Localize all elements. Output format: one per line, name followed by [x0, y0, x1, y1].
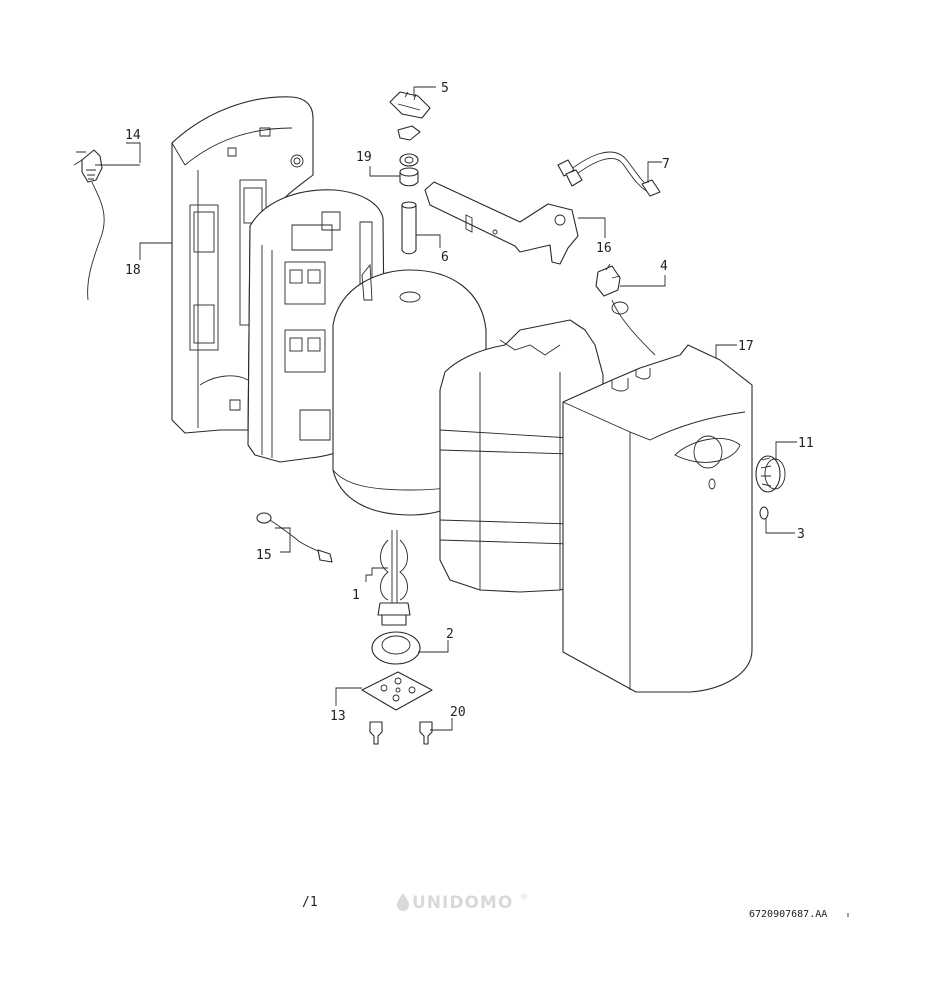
part-15-earth-cable [256, 512, 333, 563]
drawing-number: 6720907687.AA [749, 909, 827, 920]
part-6-rod [401, 201, 417, 255]
page-mark: /1 [302, 895, 318, 910]
callout-11: 11 [798, 436, 814, 451]
part-16-mounting-bracket [424, 181, 579, 265]
callout-19: 19 [356, 150, 372, 165]
unidomo-watermark: UNIDOMO ® [397, 892, 528, 913]
leader-lines [95, 86, 797, 731]
callout-7: 7 [662, 157, 670, 172]
part-17-outer-cover [562, 344, 753, 693]
footer: /1 UNIDOMO ® 6720907687.AA [302, 892, 849, 920]
callout-5: 5 [441, 81, 449, 96]
callout-18: 18 [125, 263, 141, 278]
watermark-text: UNIDOMO [412, 893, 513, 913]
callout-14: 14 [125, 128, 141, 143]
part-4-limiter [595, 263, 656, 356]
callout-16: 16 [596, 241, 612, 256]
callout-labels: 5 14 19 7 16 6 4 18 17 11 3 15 1 2 13 20 [125, 81, 814, 724]
callout-20: 20 [450, 705, 466, 720]
part-14-power-plug [73, 149, 105, 301]
callout-13: 13 [330, 709, 346, 724]
part-13-flange-plate [361, 671, 433, 711]
droplet-icon [397, 893, 409, 911]
part-3-ring [759, 506, 769, 520]
callout-15: 15 [256, 548, 272, 563]
callout-1: 1 [352, 588, 360, 603]
part-7-wire-harness [557, 151, 661, 197]
callout-3: 3 [797, 527, 805, 542]
callout-4: 4 [660, 259, 668, 274]
part-5-thermostat [389, 91, 431, 167]
callout-6: 6 [441, 250, 449, 265]
part-1-heating-element [377, 530, 411, 626]
callout-2: 2 [446, 627, 454, 642]
part-20-connectors [369, 721, 433, 745]
callout-17: 17 [738, 339, 754, 354]
part-2-gasket [371, 631, 421, 665]
part-19-grommet [399, 167, 419, 187]
part-11-knob [755, 455, 786, 493]
front-insulation-shell [439, 319, 604, 593]
watermark-registered-mark: ® [521, 892, 528, 903]
